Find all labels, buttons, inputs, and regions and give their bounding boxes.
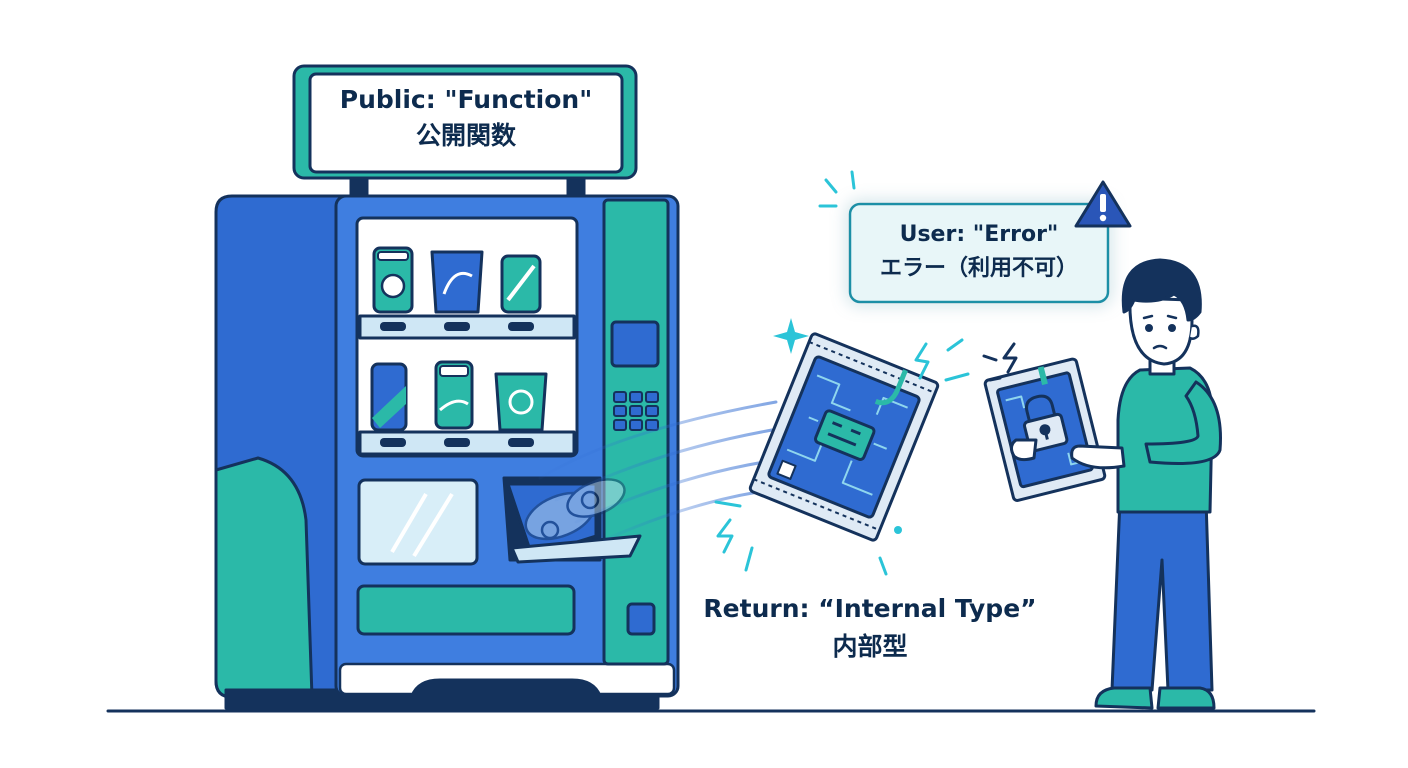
- product-bottle-1: [370, 362, 408, 432]
- base-foot: [410, 678, 602, 698]
- product-can-3: [434, 360, 474, 430]
- return-type-label: Return: “Internal Type” 内部型: [690, 590, 1050, 666]
- keypad-key[interactable]: [629, 419, 643, 431]
- sign-title-line2: 公開関数: [415, 121, 516, 150]
- user-legs: [1110, 498, 1214, 692]
- keypad-key[interactable]: [645, 405, 659, 417]
- user-shoe-right: [1156, 686, 1216, 710]
- sparkle-effects: [773, 318, 902, 534]
- product-can-2: [500, 254, 542, 314]
- return-type-line1: Return: “Internal Type”: [703, 594, 1037, 623]
- keypad-key[interactable]: [613, 405, 627, 417]
- keypad-key[interactable]: [629, 391, 643, 403]
- confusion-zap: [982, 342, 1018, 382]
- user-shoe-left: [1094, 686, 1154, 710]
- keypad-key[interactable]: [629, 405, 643, 417]
- user-error-line1: User: "Error": [899, 222, 1059, 247]
- pickup-strip: [356, 584, 576, 636]
- user-hair: [1121, 258, 1202, 322]
- confused-user: [1094, 258, 1222, 710]
- internal-type-package: [748, 332, 940, 542]
- control-column: [602, 198, 670, 666]
- bubble-sparks: [818, 170, 856, 208]
- keypad[interactable]: [613, 391, 659, 431]
- sign-title: Public: "Function" 公開関数: [310, 82, 622, 154]
- warning-triangle-icon: [1074, 180, 1132, 228]
- coin-return: [626, 602, 656, 636]
- keypad-key[interactable]: [613, 419, 627, 431]
- function-sign: [292, 64, 638, 180]
- motion-trails: [538, 400, 778, 542]
- return-type-line2: 内部型: [832, 632, 908, 661]
- zap-effects: [714, 338, 970, 576]
- keypad-key[interactable]: [613, 391, 627, 403]
- dispense-chute[interactable]: [502, 476, 642, 564]
- display-screen: [610, 320, 660, 368]
- user-error-bubble: [848, 202, 1110, 304]
- product-snack-bag-1: [430, 250, 484, 314]
- vending-machine: [214, 172, 680, 710]
- sign-title-line1: Public: "Function": [339, 85, 593, 114]
- user-hands: [1009, 438, 1126, 470]
- product-can-1: [372, 246, 414, 314]
- product-snack-bag-2: [494, 372, 548, 432]
- user-error-line2: エラー（利用不可）: [879, 256, 1078, 281]
- user-torso: [1116, 366, 1214, 514]
- keypad-key[interactable]: [645, 391, 659, 403]
- user-head: [1128, 296, 1194, 366]
- user-error-text: User: "Error" エラー（利用不可）: [850, 218, 1108, 286]
- side-panel-teal-accent: [214, 456, 314, 699]
